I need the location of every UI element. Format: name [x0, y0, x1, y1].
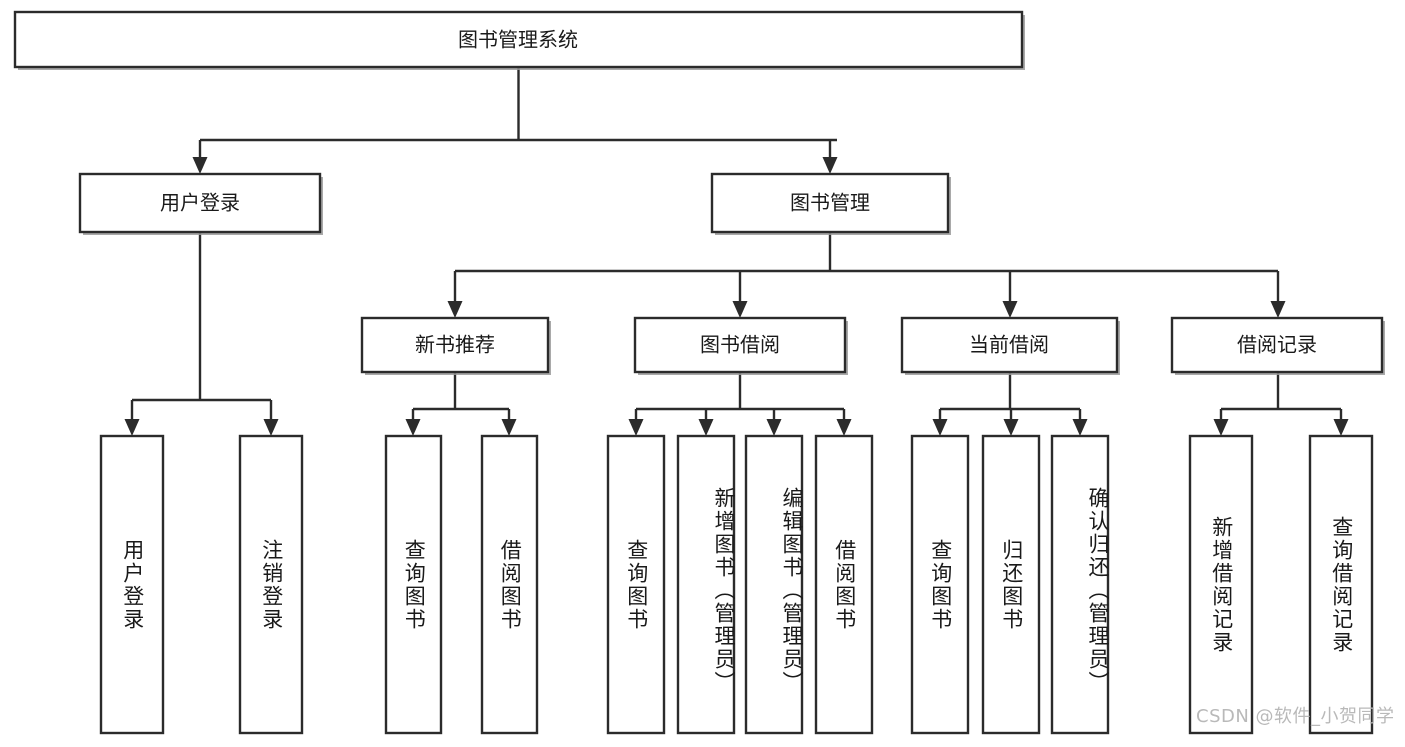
leaf-box-query-record[interactable] [1308, 434, 1374, 735]
leaf-box-logout-login[interactable] [238, 434, 304, 735]
leaf-box-borrow-book-rec[interactable] [480, 434, 539, 735]
leaf-box-confirm-return[interactable] [1050, 434, 1110, 735]
node-book-borrow[interactable]: 图书借阅 [633, 316, 848, 375]
arrow-currentborrow-leaf-1 [932, 419, 948, 436]
leaf-box-borrow-book-bor[interactable] [814, 434, 874, 735]
leaf-box-return-book[interactable] [981, 434, 1041, 735]
arrow-to-borrow-record [1270, 301, 1286, 318]
node-new-book-rec[interactable]: 新书推荐 [360, 316, 551, 375]
node-root[interactable]: 图书管理系统 [13, 10, 1025, 70]
arrow-root-to-book-manage [822, 157, 838, 174]
node-book-borrow-label: 图书借阅 [700, 333, 780, 357]
arrow-currentborrow-leaf-2 [1003, 419, 1019, 436]
arrow-to-current-borrow [1002, 301, 1018, 318]
leaf-box-query-book-bor[interactable] [606, 434, 666, 735]
node-current-borrow[interactable]: 当前借阅 [900, 316, 1120, 375]
leaf-box-layer [99, 434, 1374, 735]
arrow-currentborrow-leaf-3 [1072, 419, 1088, 436]
arrow-bookborrow-leaf-1 [628, 419, 644, 436]
arrow-borrowrecord-leaf-1 [1213, 419, 1229, 436]
arrow-to-new-book-rec [447, 301, 463, 318]
connector-layer [124, 67, 1349, 436]
leaf-box-edit-book[interactable] [744, 434, 804, 735]
arrow-bookborrow-leaf-2 [698, 419, 714, 436]
arrow-root-to-user-login [192, 157, 208, 174]
leaf-box-add-book[interactable] [676, 434, 736, 735]
node-book-manage-label: 图书管理 [790, 191, 870, 215]
arrow-bookborrow-leaf-3 [766, 419, 782, 436]
arrow-newbook-leaf-2 [501, 419, 517, 436]
node-user-login-label: 用户登录 [160, 191, 240, 215]
arrow-borrowrecord-leaf-2 [1333, 419, 1349, 436]
leaf-box-query-book-rec[interactable] [384, 434, 443, 735]
arrow-to-book-borrow [732, 301, 748, 318]
arrow-userlogin-leaf-1 [124, 419, 140, 436]
leaf-box-query-book-cur[interactable] [910, 434, 970, 735]
node-borrow-record[interactable]: 借阅记录 [1170, 316, 1385, 375]
arrow-newbook-leaf-1 [405, 419, 421, 436]
arrow-userlogin-leaf-2 [263, 419, 279, 436]
node-book-manage[interactable]: 图书管理 [710, 172, 951, 235]
node-root-label: 图书管理系统 [458, 28, 578, 52]
node-layer: 图书管理系统 用户登录 图书管理 新书推荐 [13, 10, 1385, 735]
node-borrow-record-label: 借阅记录 [1237, 333, 1317, 357]
leaf-box-add-record[interactable] [1188, 434, 1254, 735]
arrow-bookborrow-leaf-4 [836, 419, 852, 436]
node-current-borrow-label: 当前借阅 [969, 333, 1049, 357]
csdn-watermark: CSDN @软件_小贺同学 [1196, 706, 1395, 727]
node-user-login[interactable]: 用户登录 [78, 172, 323, 235]
leaf-box-user-login[interactable] [99, 434, 165, 735]
node-new-book-rec-label: 新书推荐 [415, 333, 495, 357]
